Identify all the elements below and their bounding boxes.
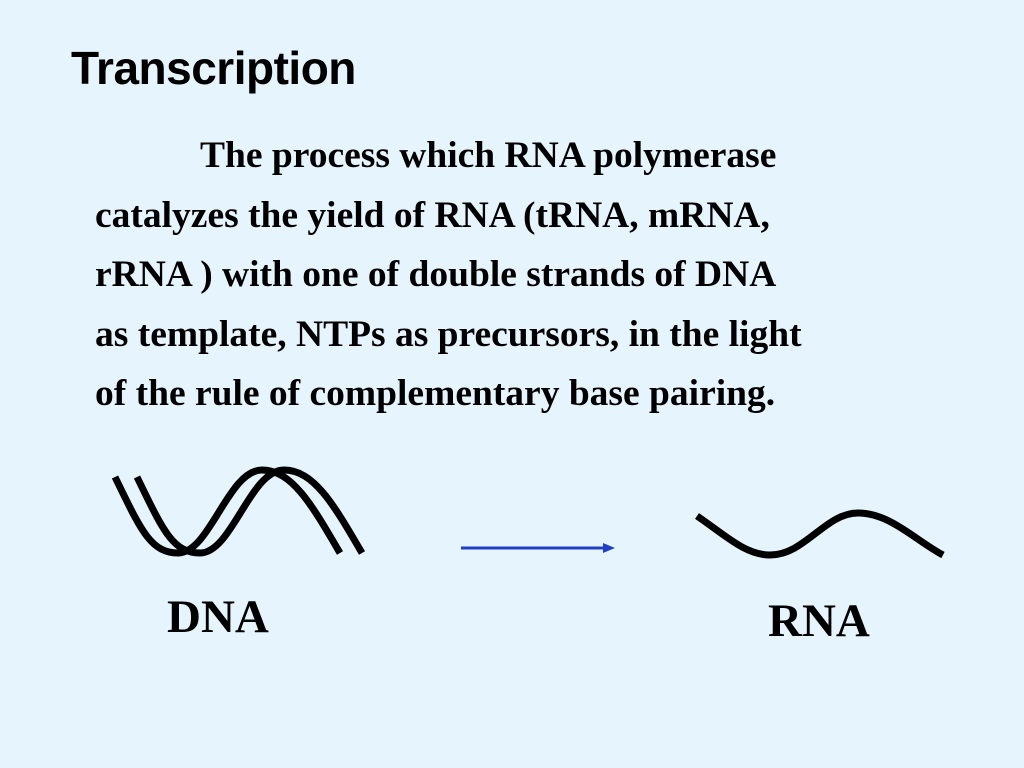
slide-title: Transcription: [71, 42, 356, 94]
definition-line: as template, NTPs as precursors, in the …: [95, 313, 802, 355]
definition-line: rRNA ) with one of double strands of DNA: [95, 254, 777, 295]
dna-label: DNA: [167, 591, 269, 643]
definition-line: The process which RNA polymerase: [200, 135, 777, 176]
right-arrow-icon: [461, 543, 615, 553]
dna-strand-1: [111, 466, 344, 557]
definition-text: The process which RNA polymerase catalyz…: [95, 126, 995, 424]
double-helix-icon: [111, 466, 366, 557]
arrow-head: [603, 543, 615, 553]
definition-line: of the rule of complementary base pairin…: [95, 373, 776, 414]
definition-line: catalyzes the yield of RNA (tRNA, mRNA,: [95, 194, 770, 236]
single-strand-icon: [695, 509, 945, 559]
rna-label: RNA: [768, 595, 870, 647]
rna-strand: [695, 509, 945, 559]
dna-strand-2: [133, 466, 366, 557]
